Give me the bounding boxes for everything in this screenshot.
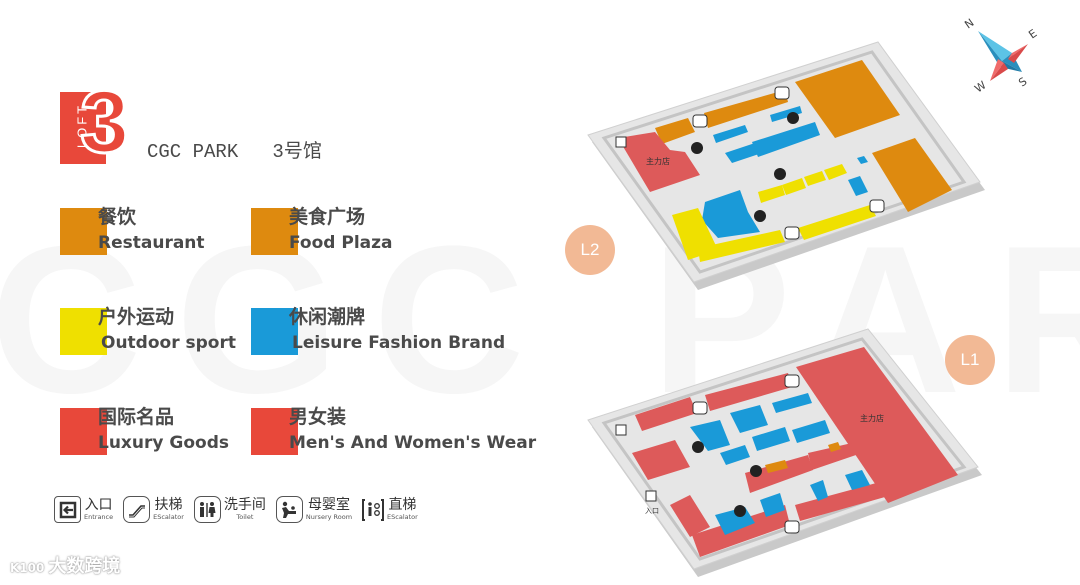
svg-text:N: N bbox=[962, 16, 976, 31]
legend-item-outdoor-sport: 户外运动 Outdoor sport bbox=[60, 306, 320, 358]
page-title: CGC PARK 3号馆 bbox=[147, 141, 322, 163]
brand-name: 大数跨境 bbox=[48, 556, 121, 577]
legend-item-leisure-fashion: 休闲潮牌 Leisure Fashion Brand bbox=[251, 306, 511, 358]
facility-label-en: Entrance bbox=[84, 513, 114, 521]
legend-label-en: Men's And Women's Wear bbox=[289, 433, 537, 453]
legend-item-restaurant: 餐饮 Restaurant bbox=[60, 206, 320, 258]
floor-badge-l2[interactable]: L2 bbox=[565, 225, 615, 275]
legend-label-cn: 美食广场 bbox=[289, 206, 366, 228]
store-anchor bbox=[618, 132, 700, 192]
store-restaurant bbox=[795, 60, 900, 138]
legend-swatch bbox=[60, 408, 107, 455]
svg-text:主力店: 主力店 bbox=[860, 413, 884, 423]
legend-label-cn: 男女装 bbox=[289, 406, 347, 428]
elevator-icon bbox=[362, 496, 385, 523]
facility-label-en: Nursery Room bbox=[305, 513, 353, 521]
legend-label-en: Luxury Goods bbox=[98, 433, 229, 453]
legend-label-en: Food Plaza bbox=[289, 233, 393, 253]
legend-label-en: Outdoor sport bbox=[101, 333, 236, 353]
legend-swatch bbox=[251, 308, 298, 355]
legend-swatch bbox=[251, 408, 298, 455]
legend-label-cn: 休闲潮牌 bbox=[289, 306, 366, 328]
facility-label-cn: 入口 bbox=[84, 497, 113, 513]
legend-label-cn: 国际名品 bbox=[98, 406, 175, 428]
svg-text:E: E bbox=[1026, 27, 1039, 42]
facility-label-en: EScalator bbox=[153, 513, 184, 521]
svg-text:主力店: 主力店 bbox=[646, 156, 670, 166]
floor-map-l1: 主力店 入口 bbox=[587, 328, 982, 577]
floor-map-l2: 主力店 bbox=[587, 41, 985, 290]
legend-item-luxury-goods: 国际名品 Luxury Goods bbox=[60, 406, 320, 458]
svg-text:S: S bbox=[1016, 75, 1029, 90]
facility-label-en: EScalator bbox=[387, 513, 418, 521]
loft3-logo: LOFT 3 bbox=[60, 76, 130, 167]
nursery-room-icon bbox=[275, 496, 303, 523]
logo-number: 3 bbox=[79, 72, 131, 171]
legend-item-mens-womens-wear: 男女装 Men's And Women's Wear bbox=[251, 406, 536, 458]
legend-label-en: Leisure Fashion Brand bbox=[292, 333, 506, 353]
facility-label-cn: 母婴室 bbox=[307, 497, 350, 513]
legend-label-cn: 户外运动 bbox=[98, 306, 175, 328]
facility-label-cn: 扶梯 bbox=[154, 497, 183, 513]
legend-swatch bbox=[60, 208, 107, 255]
facility-label-en: Toilet bbox=[236, 513, 254, 521]
compass-icon: N E S W bbox=[962, 16, 1039, 95]
store-anchor bbox=[796, 347, 958, 503]
logo-red-block bbox=[60, 92, 106, 164]
toilet-icon bbox=[193, 496, 221, 523]
facility-label-cn: 洗手间 bbox=[223, 497, 266, 513]
legend-item-food-plaza: 美食广场 Food Plaza bbox=[251, 206, 511, 258]
legend-label-en: Restaurant bbox=[98, 233, 205, 253]
brand-mark: K100 bbox=[10, 561, 45, 575]
escalator-icon bbox=[123, 496, 151, 523]
svg-text:入口: 入口 bbox=[645, 507, 659, 515]
legend-swatch bbox=[60, 308, 107, 355]
entrance-icon bbox=[54, 496, 81, 523]
facility-label-cn: 直梯 bbox=[388, 497, 417, 513]
svg-text:W: W bbox=[972, 78, 988, 95]
floor-badge-l1[interactable]: L1 bbox=[945, 335, 995, 385]
legend-swatch bbox=[251, 208, 298, 255]
legend-label-cn: 餐饮 bbox=[98, 206, 137, 228]
